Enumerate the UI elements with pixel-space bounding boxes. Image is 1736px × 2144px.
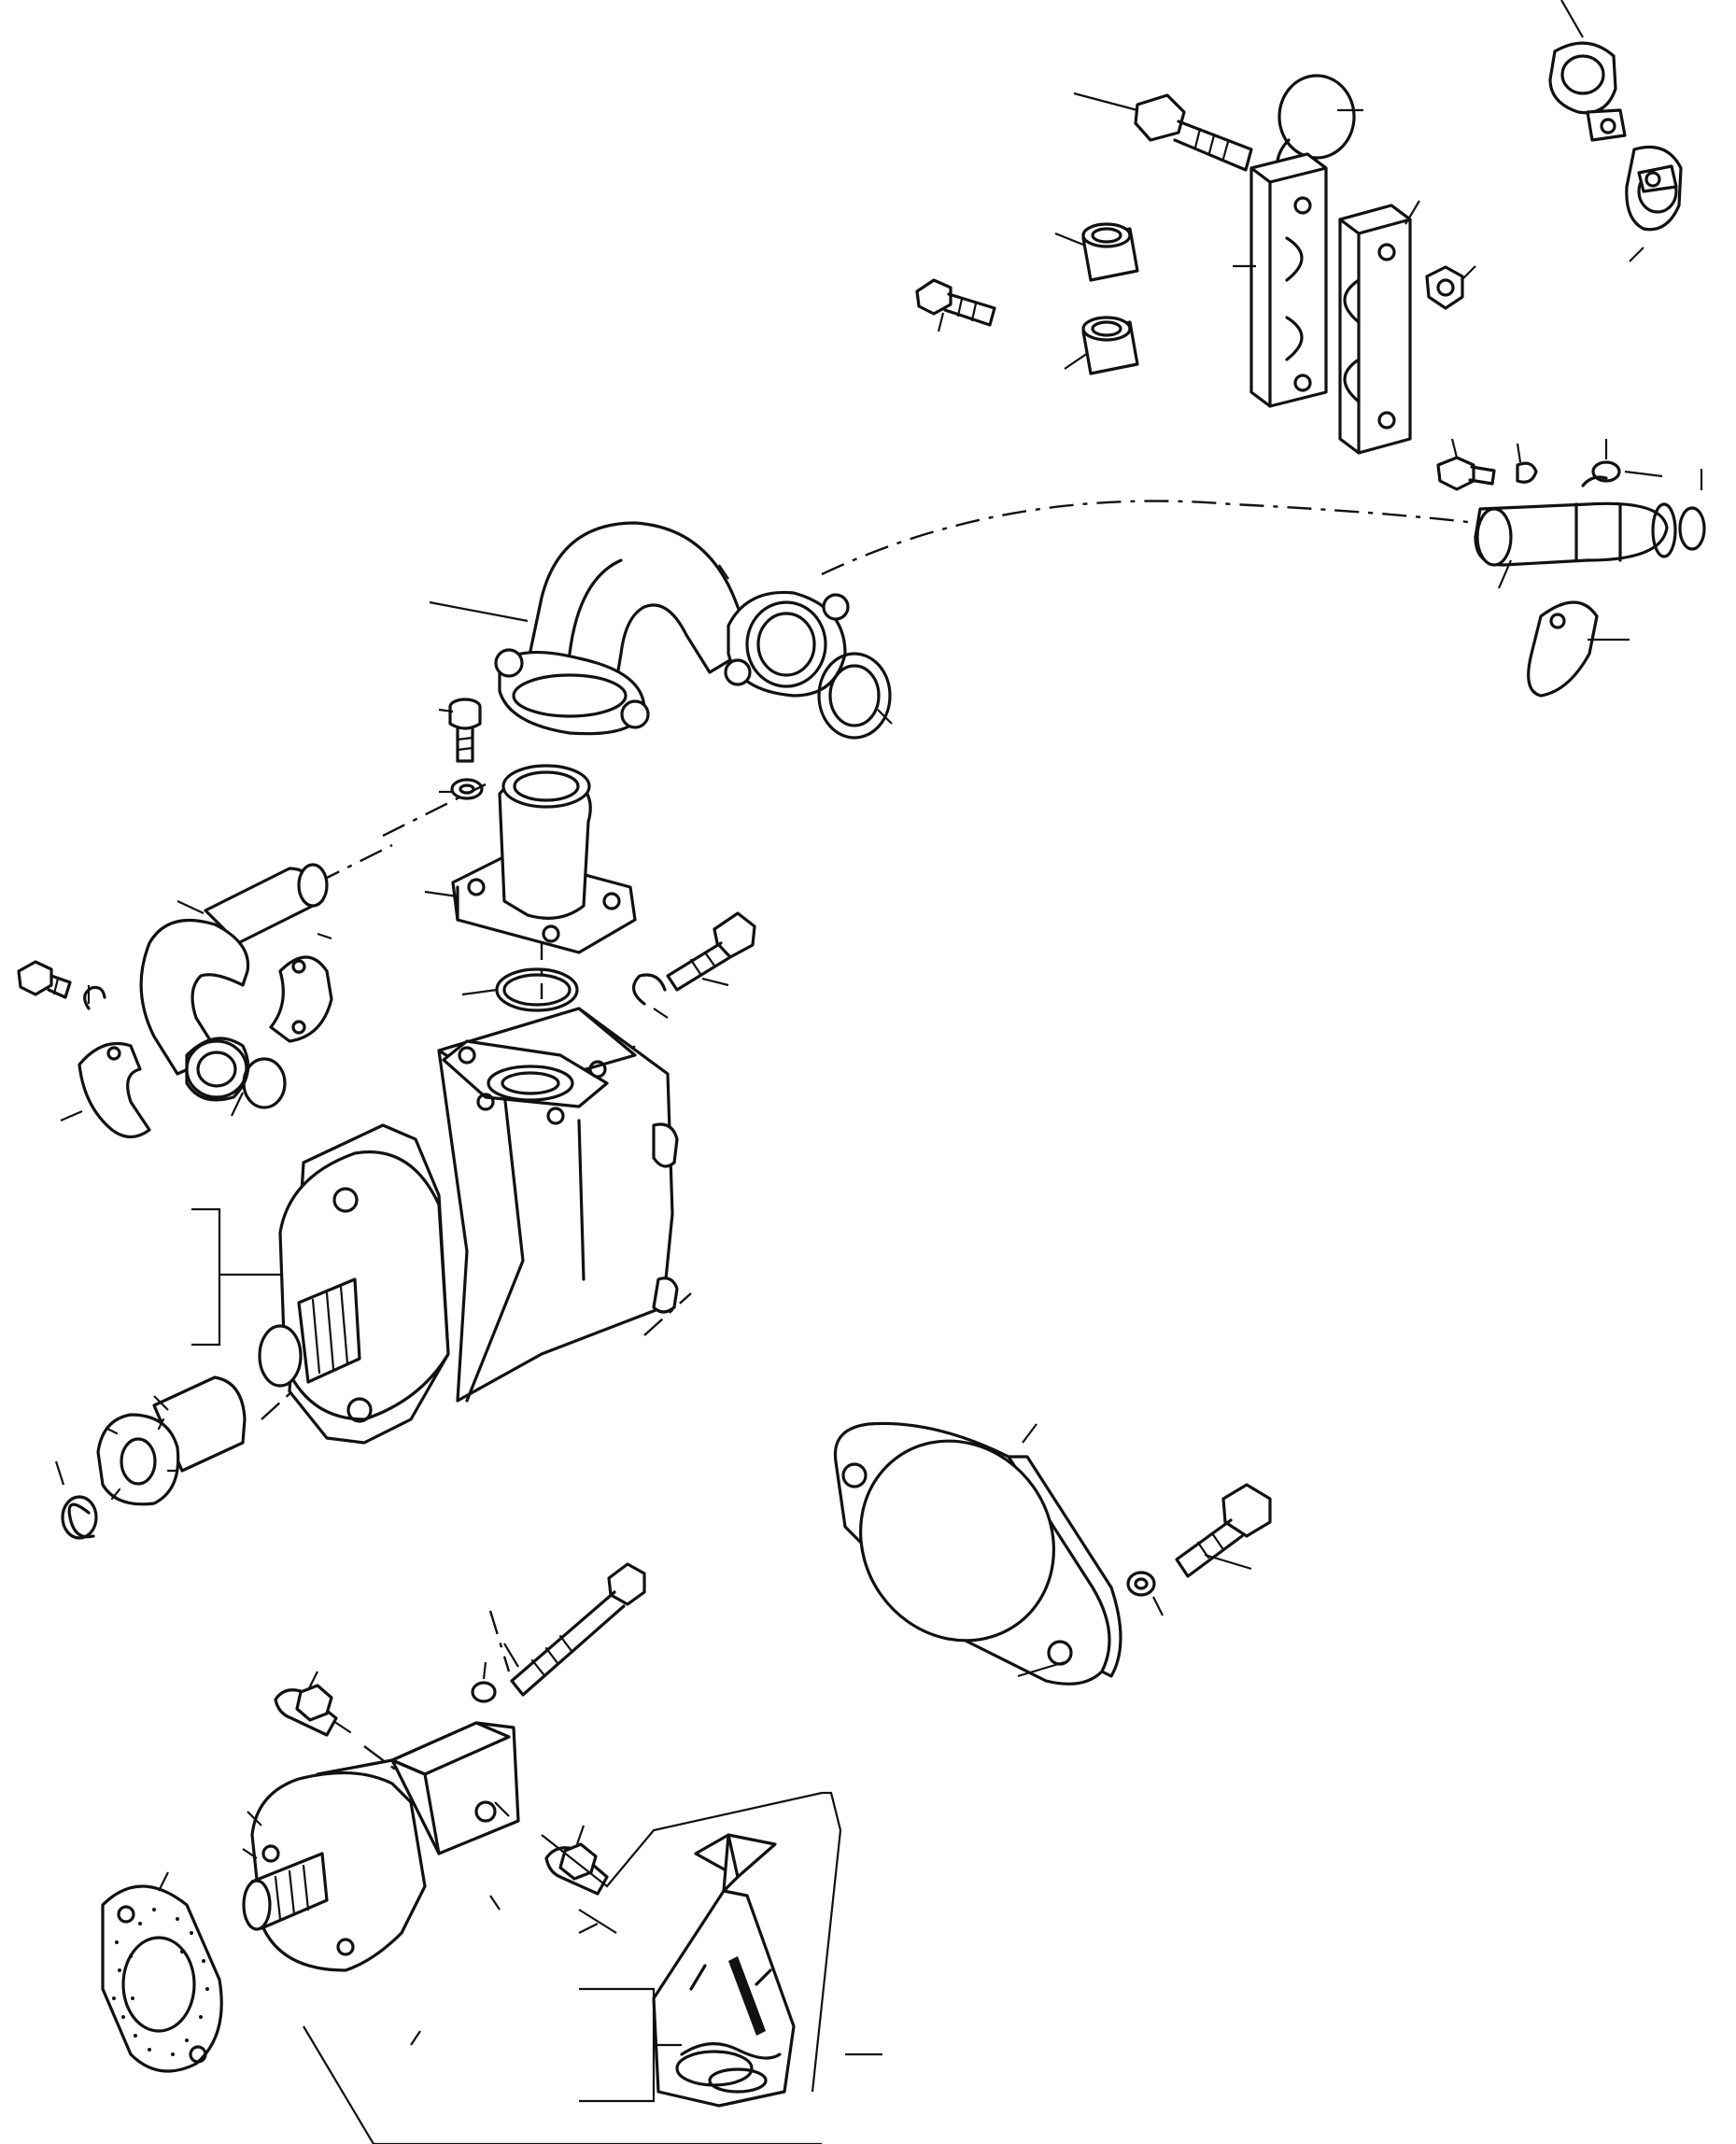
flange-fitting [451, 764, 637, 954]
flange-bolt [632, 911, 756, 1006]
sealing-ring [817, 652, 892, 740]
drive-coupling [96, 1375, 247, 1506]
main-pump [258, 1007, 679, 1445]
o-ring [495, 967, 579, 1012]
parts-bag [652, 1833, 796, 2108]
cover-bolt [1126, 1483, 1272, 1597]
retaining-ring [61, 1495, 98, 1540]
clamp-block-left [1249, 152, 1328, 408]
auxiliary-pump [242, 1721, 520, 1972]
pipe-clamp-pair [1548, 41, 1683, 232]
bushing-upper [1081, 222, 1139, 282]
gasket [101, 1884, 223, 2073]
split-flange-halves [78, 955, 333, 1139]
elbow-clamp [494, 590, 850, 736]
long-bolt [471, 1562, 646, 1703]
gasket-texture [112, 1908, 209, 2056]
flange-screw [448, 698, 484, 800]
top-bolt [1134, 93, 1253, 172]
bushing-lower [1081, 316, 1139, 375]
leader-lines [54, 0, 1703, 2144]
cover-plate [833, 1421, 1122, 1686]
clamp-block-right [1338, 204, 1412, 455]
small-hose-elbow [139, 863, 329, 1102]
hex-nut [1425, 265, 1464, 310]
centerlines [261, 500, 1476, 1775]
right-cover-plate [1527, 600, 1599, 698]
small-bolt [915, 278, 996, 327]
right-fitting-assembly [1436, 456, 1706, 567]
port-fittings [274, 1684, 609, 1896]
left-cap-screw [17, 960, 106, 1010]
